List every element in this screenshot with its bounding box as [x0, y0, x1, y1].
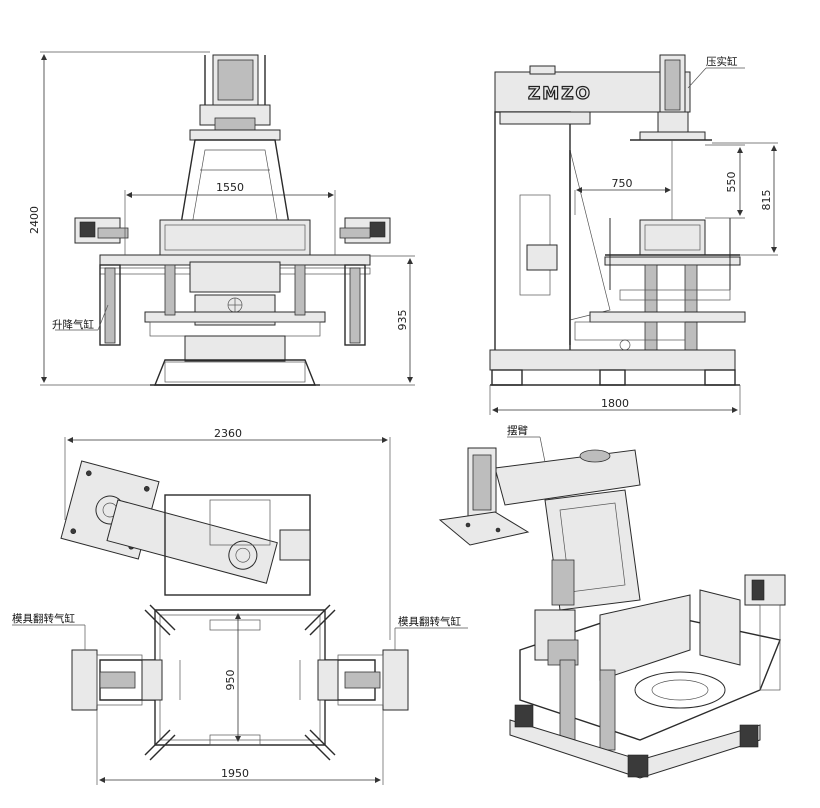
- dim-press-height: 815: [760, 190, 773, 211]
- dim-frame-width: 1950: [221, 767, 249, 780]
- side-arm-beam: [494, 71, 691, 113]
- dim-overall-height: 2400: [28, 206, 41, 234]
- dim-reach: 750: [612, 177, 633, 190]
- top-right-flip-cylinder: [382, 649, 409, 711]
- top-swing-arm: [106, 499, 278, 584]
- dim-length: 1800: [601, 397, 629, 410]
- dim-depth: 950: [224, 670, 237, 691]
- label-swing-arm: 摆臂: [507, 424, 528, 437]
- dim-lower-height: 935: [396, 310, 409, 331]
- top-view: 2360 1950 950 模具翻转气缸 模具翻转气缸: [12, 427, 468, 785]
- iso-view: 摆臂: [438, 424, 786, 779]
- iso-side-cylinder: [744, 574, 786, 606]
- label-lift-cylinder: 升降气缸: [52, 318, 94, 331]
- side-mold-table: [639, 219, 706, 256]
- side-view: ZMZO 750: [489, 54, 778, 415]
- brand-logo: ZMZO: [528, 84, 592, 104]
- dim-press-stroke: 550: [725, 172, 738, 193]
- label-right-flip-cylinder: 模具翻转气缸: [398, 615, 461, 628]
- top-left-flip-cylinder: [71, 649, 98, 711]
- dim-width: 2360: [214, 427, 242, 440]
- label-left-flip-cylinder: 模具翻转气缸: [12, 612, 75, 625]
- dim-spacing: 1550: [216, 181, 244, 194]
- front-view: 2400 1550 935 升降气缸: [28, 51, 415, 386]
- label-press-cylinder: 压实缸: [706, 55, 738, 68]
